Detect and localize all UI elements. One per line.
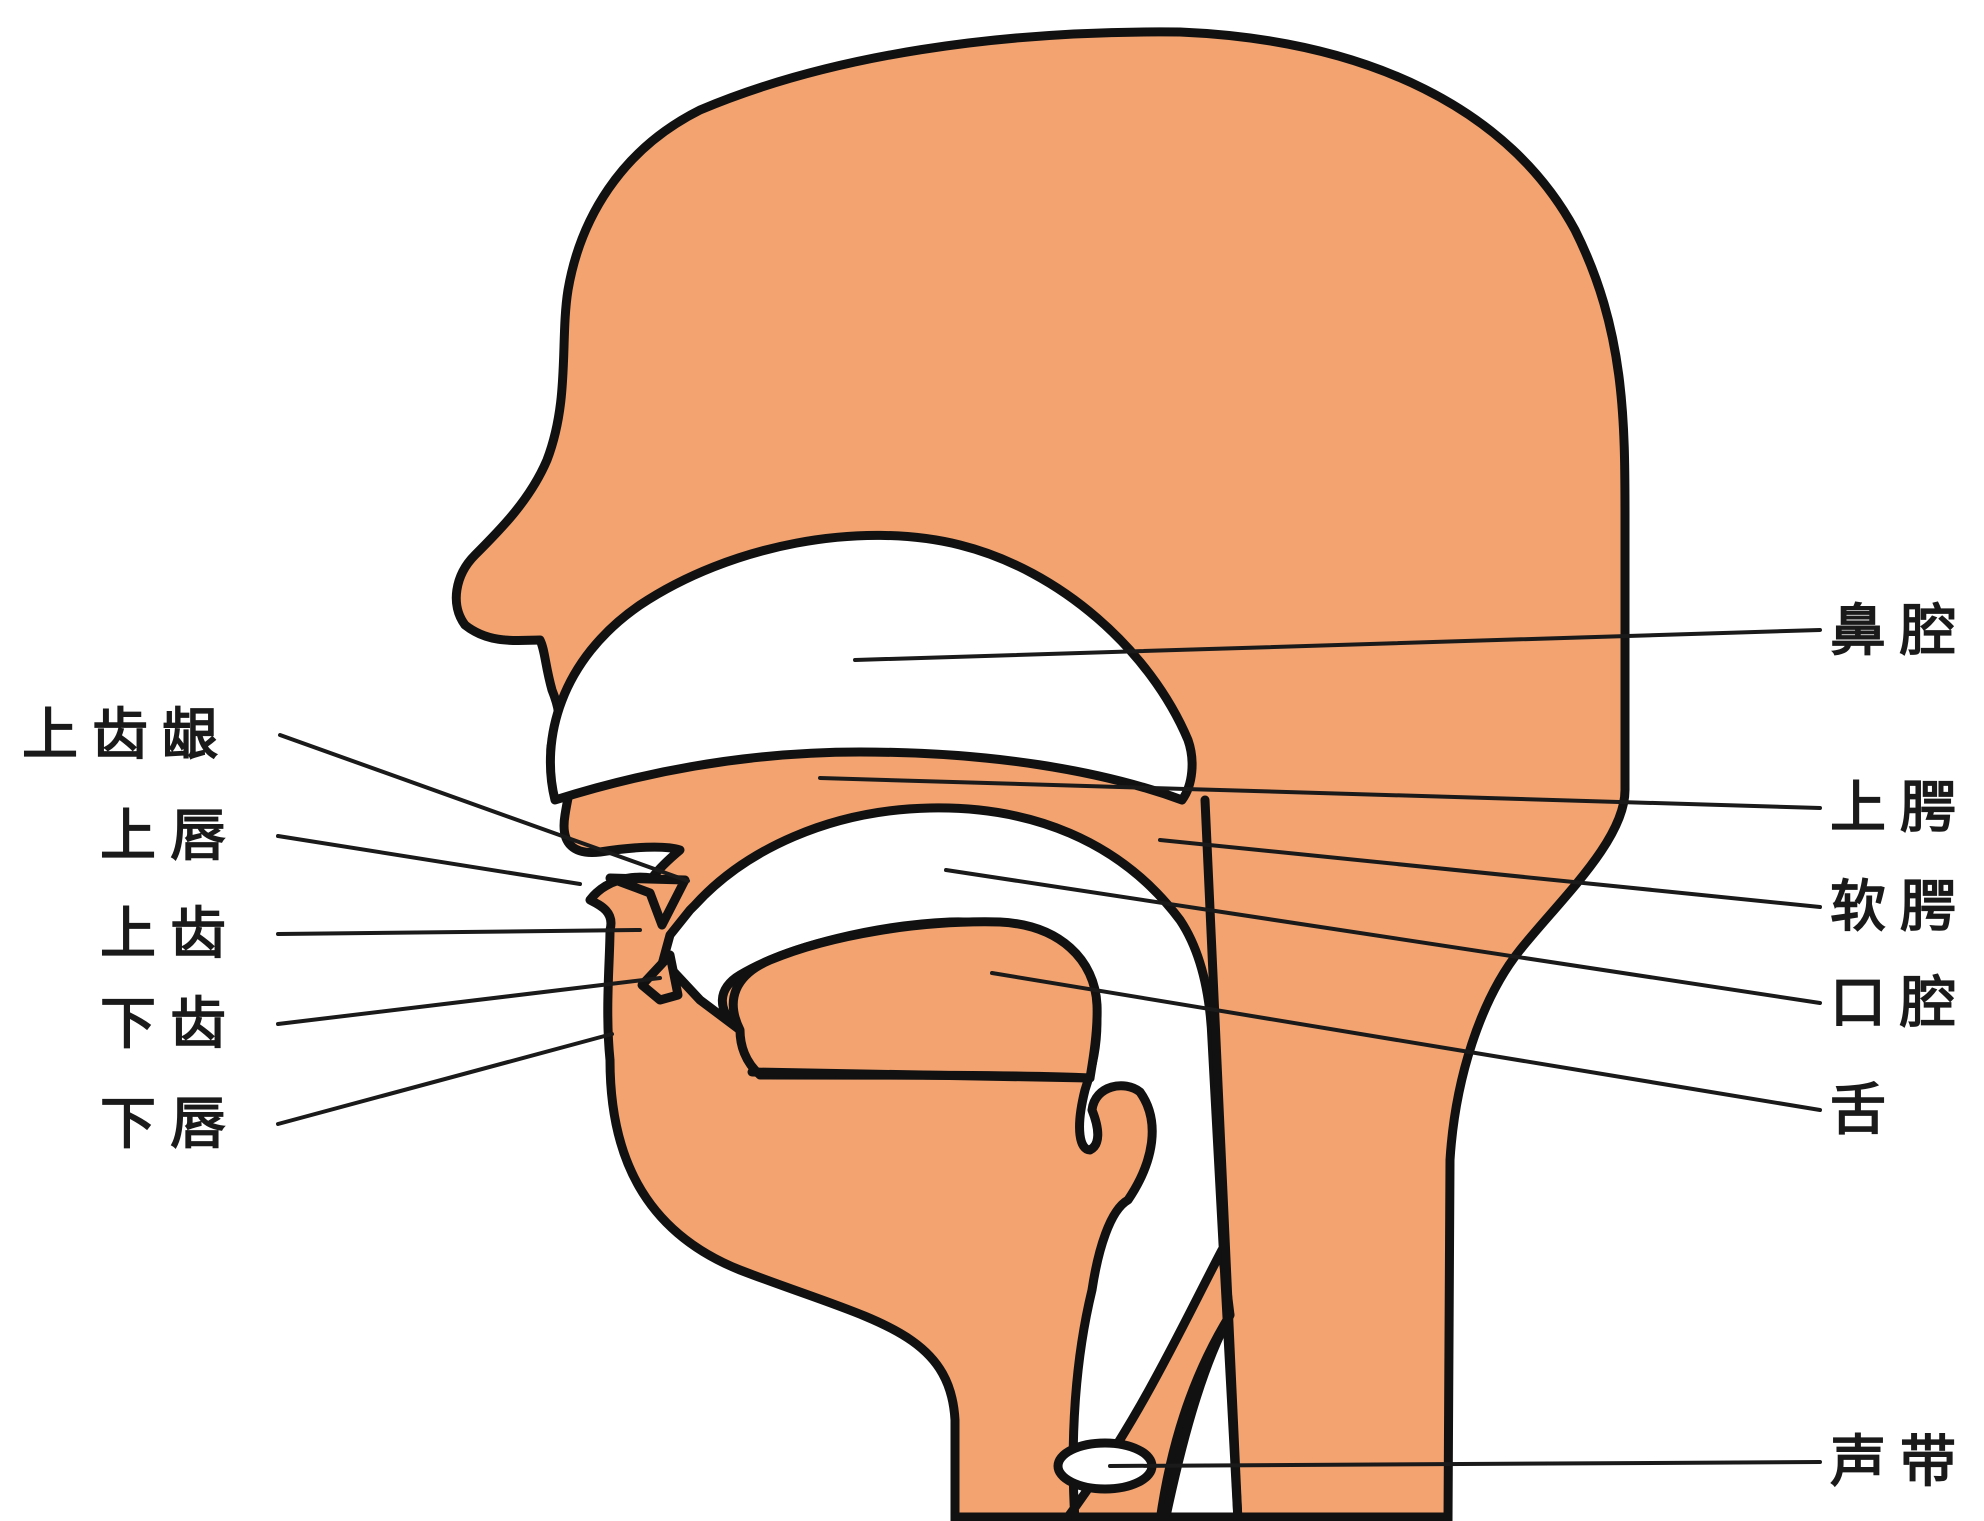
leader-lower-lip [278, 1034, 612, 1124]
label-lower-lip: 下唇 [100, 1092, 240, 1157]
label-hard-palate: 上腭 [1830, 776, 1970, 841]
label-upper-lip: 上唇 [100, 804, 240, 869]
label-upper-gum: 上齿龈 [22, 703, 232, 768]
label-oral-cavity: 口腔 [1830, 971, 1970, 1036]
leader-upper-lip [278, 836, 580, 884]
label-vocal-cords: 声带 [1830, 1430, 1970, 1495]
leader-upper-teeth [278, 930, 640, 934]
leader-lower-teeth [278, 978, 660, 1024]
label-upper-teeth: 上齿 [100, 902, 240, 967]
label-soft-palate: 软腭 [1830, 875, 1970, 940]
mouth-floor-line [752, 1072, 1090, 1078]
label-tongue: 舌 [1830, 1078, 1900, 1143]
label-nasal-cavity: 鼻腔 [1830, 599, 1970, 664]
label-lower-teeth: 下齿 [100, 992, 240, 1057]
